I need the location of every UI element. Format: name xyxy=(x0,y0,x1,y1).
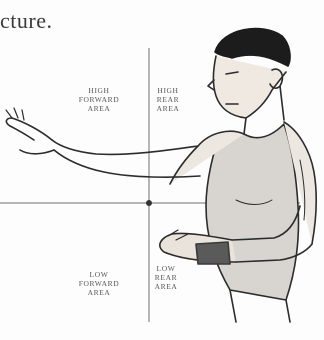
label-high-forward-area: HIGH FORWARD AREA xyxy=(64,86,134,113)
label-low-rear-area: LOW REAR AREA xyxy=(138,264,194,291)
axis-center-dot xyxy=(146,200,152,206)
label-low-forward-area: LOW FORWARD AREA xyxy=(64,270,134,297)
label-high-rear-area: HIGH REAR AREA xyxy=(140,86,196,113)
